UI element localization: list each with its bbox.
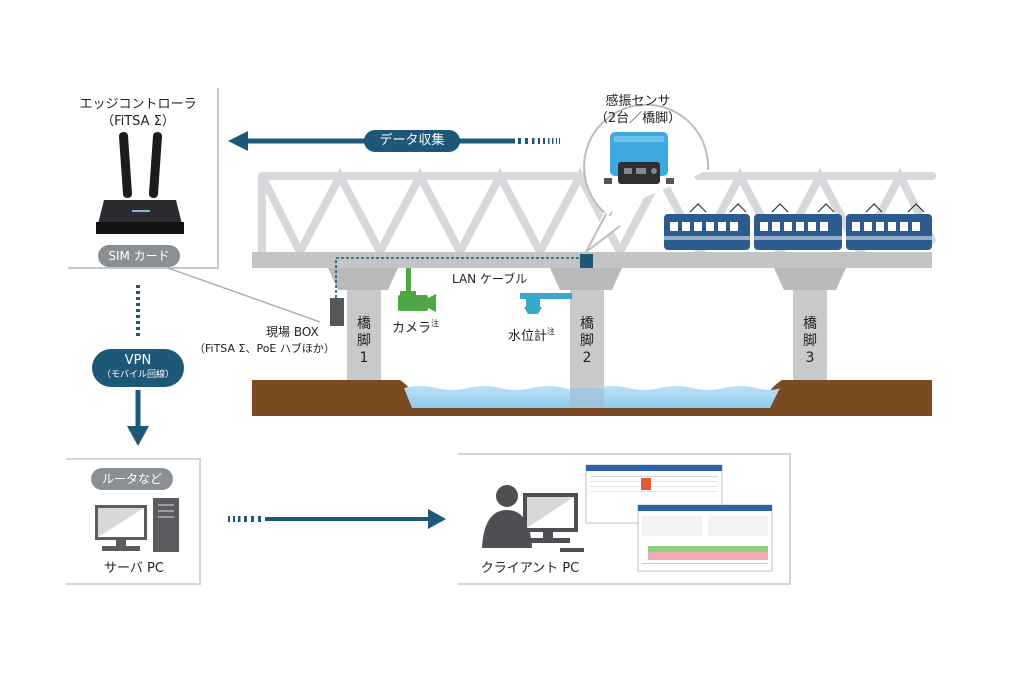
pier-2-char-3: 2 [582,350,592,366]
client-pc-icon [482,485,584,552]
site-box-title: 現場 BOX [266,325,319,339]
vibration-sensor-device [604,132,674,184]
pier-1-char-1: 橋 [357,316,371,332]
pier-1-char-3: 1 [359,350,369,366]
data-collect-label: データ収集 [364,130,460,152]
box-pointer-line [167,267,321,323]
dashboard-screenshot-2 [637,504,773,572]
lan-cable [335,257,580,298]
deck-sensor [580,254,593,268]
edge-controller-device [96,132,184,234]
water-gauge-note: 注 [547,327,556,336]
water-gauge-icon [520,293,572,314]
client-pc-label: クライアント PC [480,561,580,576]
pier-1-label: 橋 脚 1 [355,316,373,367]
server-panel-frame [66,458,201,585]
sensor-title: 感振センサ [605,94,671,109]
vpn-label: VPN （モバイル回線） [92,349,184,387]
router-label: ルータなど [91,468,173,490]
pier-3 [774,268,846,380]
vpn-sub: （モバイル回線） [101,370,174,380]
train [664,203,932,250]
pier-2-char-2: 脚 [580,333,594,349]
camera-label-text: カメラ [392,321,432,336]
lan-cable-label: LAN ケーブル [452,272,528,286]
client-panel-frame [458,453,791,585]
edge-controller-title: エッジコントローラ [79,97,197,112]
right-bank [762,380,932,416]
pier-2-label: 橋 脚 2 [578,316,596,367]
pier-1-char-2: 脚 [357,333,371,349]
water-gauge-label-text: 水位計 [508,329,548,344]
server-pc-label: サーバ PC [104,561,164,576]
camera-note: 注 [431,319,440,328]
bridge-truss [258,167,936,261]
pier-1 [328,268,398,380]
camera-icon [398,268,436,312]
server-pc-icon [95,498,179,552]
site-box [330,298,344,326]
river-bed [412,408,768,416]
water-gauge-label: 水位計注 [508,324,555,345]
sim-card-label: SIM カード [98,245,180,267]
pier-2-char-1: 橋 [580,316,594,332]
pier-3-char-3: 3 [805,350,815,366]
edge-panel-frame [68,88,219,269]
left-bank [252,380,418,416]
pier-3-char-1: 橋 [803,316,817,332]
vpn-label-text: VPN [124,353,152,368]
site-box-sub: （FiTSA Σ、PoE ハブほか） [194,342,335,355]
pier-3-char-2: 脚 [803,333,817,349]
vpn-arrow [127,285,149,446]
edge-controller-model: （FiTSA Σ） [101,114,175,129]
server-to-client-arrow [228,509,446,529]
pier-3-label: 橋 脚 3 [801,316,819,367]
camera-label: カメラ注 [392,316,439,337]
sensor-sub: （2台／橋脚） [594,111,682,126]
